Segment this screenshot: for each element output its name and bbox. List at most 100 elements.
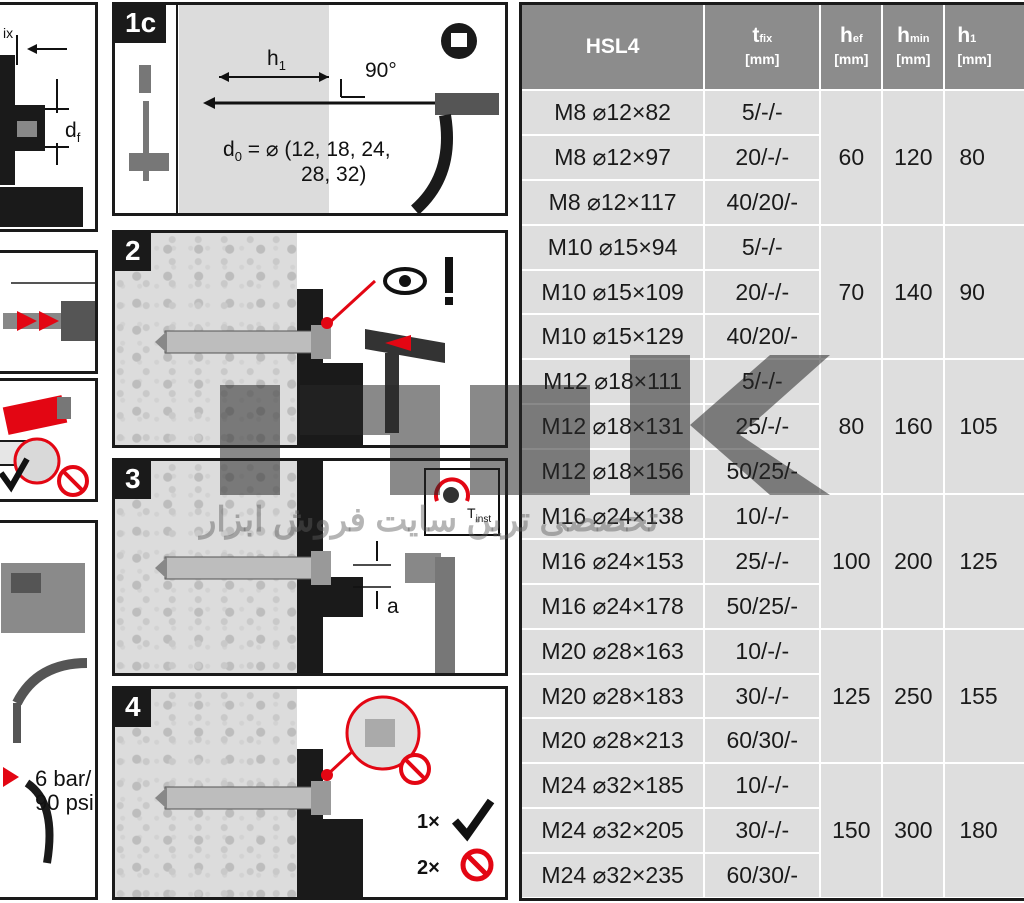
compressed-air-icon: [1, 563, 88, 864]
left-drill-panel: [0, 250, 98, 374]
tfix-cell: 10/-/-: [704, 628, 822, 675]
anchor-size-cell: M24 ⌀32×235: [522, 853, 706, 898]
anchor-size-cell: M8 ⌀12×117: [522, 179, 706, 226]
h1-cell: 80: [944, 90, 1024, 226]
anchor-size-cell: M20 ⌀28×183: [522, 673, 706, 720]
anchor-size-cell: M16 ⌀24×138: [522, 494, 706, 540]
step-number: 1c: [115, 5, 167, 43]
df-label: df: [65, 119, 81, 146]
tfix-cell: 60/30/-: [704, 718, 822, 765]
d0-label: d0 = ⌀ (12, 18, 24,: [223, 138, 391, 165]
hef-cell: 100: [820, 494, 884, 630]
retightening-check-diagram: [155, 695, 495, 897]
anchor-size-cell: M20 ⌀28×213: [522, 718, 706, 765]
pressure-label: 6 bar/90 psi: [35, 766, 94, 815]
hef-cell: 60: [820, 90, 884, 226]
col-header-hmin: hmin [mm]: [882, 5, 946, 91]
hef-cell: 70: [820, 224, 884, 361]
tfix-cell: 20/-/-: [704, 134, 822, 181]
anchor-size-cell: M10 ⌀15×129: [522, 314, 706, 361]
h1-label: h1: [267, 47, 286, 74]
hef-cell: 125: [820, 628, 884, 765]
tfix-cell: 10/-/-: [704, 763, 822, 810]
tinst-label: Tinst: [467, 505, 492, 525]
step-number: 4: [115, 689, 151, 727]
hmin-cell: 140: [882, 224, 946, 361]
tfix-cell: 40/20/-: [704, 179, 822, 226]
col-header-hef: hef [mm]: [820, 5, 884, 91]
step-number: 2: [115, 233, 151, 271]
h1-cell: 155: [944, 628, 1024, 765]
col-header-h1: h1 [mm]: [944, 5, 1024, 91]
h1-cell: 180: [944, 763, 1024, 898]
tfix-cell: 50/25/-: [704, 583, 822, 630]
once-label: 1×: [417, 811, 440, 833]
watermark-text: تخصصی ترین سایت فروش ابزار: [200, 501, 659, 539]
tfix-cell: 30/-/-: [704, 808, 822, 855]
hmin-cell: 300: [882, 763, 946, 898]
tfix-cell: 40/20/-: [704, 314, 822, 361]
fix-label: ix: [3, 25, 14, 41]
angle-label: 90°: [365, 59, 397, 82]
anchor-size-cell: M24 ⌀32×185: [522, 763, 706, 810]
tfix-cell: 5/-/-: [704, 224, 822, 271]
tfix-cell: 50/25/-: [704, 449, 822, 496]
tfix-cell: 25/-/-: [704, 404, 822, 451]
tfix-cell: 60/30/-: [704, 853, 822, 898]
anchor-size-cell: M24 ⌀32×205: [522, 808, 706, 855]
step-1c-panel: 1c h1 90° d0 = ⌀ (12, 18, 24, 28, 32): [112, 2, 508, 216]
hmin-cell: 160: [882, 359, 946, 496]
hmin-cell: 250: [882, 628, 946, 765]
h1-cell: 125: [944, 494, 1024, 630]
anchor-setting-diagram: [155, 257, 453, 445]
col-header-tfix: tfix [mm]: [704, 5, 822, 91]
tfix-cell: 10/-/-: [704, 494, 822, 540]
anchor-size-cell: M16 ⌀24×153: [522, 538, 706, 585]
step-number: 3: [115, 461, 151, 499]
left-bottom-panel: 6 bar/90 psi: [0, 520, 98, 900]
h1-cell: 105: [944, 359, 1024, 496]
step-2-panel: 2: [112, 230, 508, 448]
blow-out-pump-icon: [0, 395, 89, 497]
anchor-size-cell: M8 ⌀12×82: [522, 90, 706, 136]
check-icon: [451, 798, 495, 842]
hef-cell: 80: [820, 359, 884, 496]
d0-label-line2: 28, 32): [301, 163, 367, 186]
step-3-panel: 3 Tinst a: [112, 458, 508, 676]
left-top-panel: ix df: [0, 2, 98, 232]
anchor-size-cell: M12 ⌀18×131: [522, 404, 706, 451]
hmin-cell: 120: [882, 90, 946, 226]
h1-cell: 90: [944, 224, 1024, 361]
tfix-cell: 25/-/-: [704, 538, 822, 585]
col-header-hsl4: HSL4: [522, 5, 706, 91]
tfix-cell: 20/-/-: [704, 269, 822, 316]
anchor-size-cell: M10 ⌀15×94: [522, 224, 706, 271]
hsl4-spec-table: HSL4 tfix [mm] hef [mm] hmin [mm] h1 [mm…: [519, 2, 1024, 901]
hef-cell: 150: [820, 763, 884, 898]
anchor-size-cell: M8 ⌀12×97: [522, 134, 706, 181]
hammer-drill-diagram: [129, 5, 499, 213]
tfix-cell: 30/-/-: [704, 673, 822, 720]
twice-label: 2×: [417, 857, 440, 879]
anchor-size-cell: M16 ⌀24×178: [522, 583, 706, 630]
a-label: a: [387, 595, 399, 618]
anchor-size-cell: M20 ⌀28×163: [522, 628, 706, 675]
spec-table: HSL4 tfix [mm] hef [mm] hmin [mm] h1 [mm…: [522, 5, 1024, 898]
